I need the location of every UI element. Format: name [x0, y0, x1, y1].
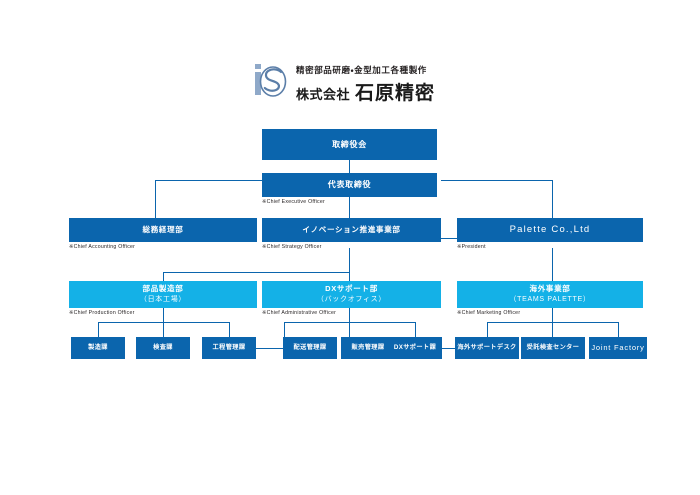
node-production-title: 部品製造部: [142, 284, 184, 294]
logo-tagline: 精密部品研磨・金型加工各種製作: [296, 64, 427, 75]
connector-level4-bus: [163, 272, 350, 273]
connector-process-to-delivery: [256, 348, 283, 349]
node-board-title: 取締役会: [332, 139, 367, 149]
connector-ceo-to-palette: [552, 180, 553, 218]
connector-to-delivery: [284, 322, 285, 337]
connector-ceo-bus-right: [441, 180, 553, 181]
caption-accounting: ※Chief Accounting Officer: [69, 244, 136, 250]
node-general-affairs-accounting[interactable]: 総務経理部: [69, 218, 257, 242]
is-monogram-logo-icon: [250, 60, 290, 108]
connector-overseas-stem: [552, 308, 553, 322]
node-innovation-title: イノベーション推進事業部: [302, 225, 401, 235]
node-inspection-title: 検査課: [153, 344, 173, 352]
node-delivery-control-section[interactable]: 配送管理課: [283, 337, 337, 359]
node-innovation-division[interactable]: イノベーション推進事業部: [262, 218, 441, 242]
node-inspection-section[interactable]: 検査課: [136, 337, 190, 359]
logo-company-prefix: 株式会社: [296, 86, 351, 102]
logo-text-block: 精密部品研磨・金型加工各種製作 株式会社 石原精密: [296, 64, 435, 105]
node-sales-title: 販売管理課: [351, 344, 385, 352]
caption-ceo: ※Chief Executive Officer: [262, 199, 326, 205]
node-overseas-support-desk[interactable]: 海外サポートデスク: [455, 337, 519, 359]
node-overseas-title: 海外事業部: [529, 284, 571, 294]
connector-innovation-to-palette: [441, 238, 457, 239]
connector-to-manufacturing: [98, 322, 99, 337]
node-dxsupport-subtitle: （バックオフィス）: [316, 295, 387, 303]
connector-to-inspection: [163, 322, 164, 337]
caption-innovation: ※Chief Strategy Officer: [262, 244, 322, 250]
connector-ceo-stem: [349, 197, 350, 218]
connector-to-joint-factory: [618, 322, 619, 337]
node-dxsection-title: DXサポート課: [393, 344, 437, 352]
node-overseas-division[interactable]: 海外事業部 （TEAMS PALETTE）: [457, 281, 643, 308]
logo-company-main: 石原精密: [355, 82, 436, 104]
company-logo: 精密部品研磨・金型加工各種製作 株式会社 石原精密: [250, 58, 460, 110]
connector-to-sales: [349, 322, 350, 337]
node-production-subtitle: （日本工場）: [139, 295, 187, 303]
node-joint-factory[interactable]: Joint Factory: [589, 337, 647, 359]
node-palette-co-ltd[interactable]: Palette Co.,Ltd: [457, 218, 643, 242]
connector-innovation-stem: [349, 248, 350, 281]
connector-ceo-to-accounting: [155, 180, 156, 218]
node-palette-title: Palette Co.,Ltd: [509, 224, 591, 236]
node-dx-support-dept[interactable]: DXサポート部 （バックオフィス）: [262, 281, 441, 308]
node-process-control-section[interactable]: 工程管理課: [202, 337, 256, 359]
node-dxsupport-title: DXサポート部: [325, 284, 378, 294]
connector-to-inspection-center: [552, 322, 553, 337]
connector-to-dxsection: [415, 322, 416, 337]
node-board-of-directors[interactable]: 取締役会: [262, 129, 437, 160]
node-accounting-title: 総務経理部: [142, 225, 184, 235]
node-parts-manufacturing-dept[interactable]: 部品製造部 （日本工場）: [69, 281, 257, 308]
connector-palette-to-overseas: [552, 248, 553, 281]
node-manufacturing-section[interactable]: 製造課: [71, 337, 125, 359]
caption-overseas: ※Chief Marketing Officer: [457, 310, 521, 316]
node-inspection-center-title: 受託検査センター: [526, 344, 580, 352]
node-manufacturing-title: 製造課: [88, 344, 108, 352]
node-ceo-title: 代表取締役: [327, 180, 372, 189]
connector-to-overseas-desk: [487, 322, 488, 337]
node-delivery-title: 配送管理課: [293, 344, 327, 352]
connector-production-stem: [163, 308, 164, 322]
node-sales-control-section[interactable]: 販売管理課: [341, 337, 395, 359]
connector-to-production: [163, 272, 164, 281]
node-process-title: 工程管理課: [212, 344, 246, 352]
node-ceo[interactable]: 代表取締役: [262, 173, 437, 197]
caption-production: ※Chief Production Officer: [69, 310, 135, 316]
connector-dxsupport-stem: [349, 308, 350, 322]
caption-dxsupport: ※Chief Administrative Officer: [262, 310, 337, 316]
node-contract-inspection-center[interactable]: 受託検査センター: [521, 337, 585, 359]
connector-board-to-ceo: [349, 160, 350, 173]
node-dx-support-section[interactable]: DXサポート課: [388, 337, 442, 359]
connector-to-process: [229, 322, 230, 337]
logo-company-name: 株式会社 石原精密: [296, 78, 435, 105]
node-joint-factory-title: Joint Factory: [591, 343, 645, 353]
caption-palette: ※President: [457, 244, 486, 250]
node-overseas-desk-title: 海外サポートデスク: [457, 344, 517, 352]
node-overseas-subtitle: （TEAMS PALETTE）: [509, 295, 591, 303]
connector-ceo-bus-left: [155, 180, 270, 181]
